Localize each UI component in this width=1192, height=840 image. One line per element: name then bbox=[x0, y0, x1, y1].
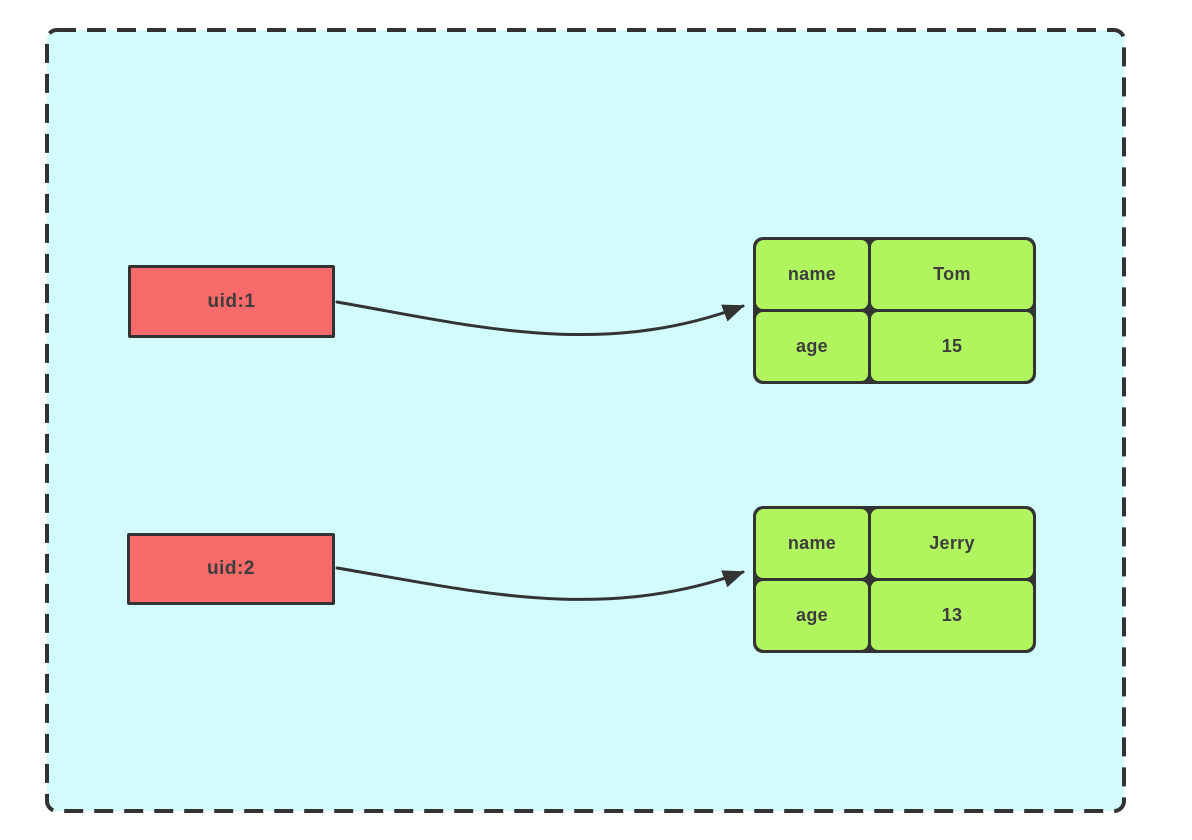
edge-arrow-uid2-to-hash2 bbox=[335, 566, 745, 601]
edge-arrow-uid1-to-hash1 bbox=[335, 300, 745, 337]
hash1-value-name: Tom bbox=[871, 240, 1033, 309]
hash1-value-age: 15 bbox=[871, 312, 1033, 381]
hash1-field-age: age bbox=[756, 312, 868, 381]
key-node-uid1-label: uid:1 bbox=[207, 290, 256, 312]
hash1-field-name: name bbox=[756, 240, 868, 309]
key-node-uid2: uid:2 bbox=[127, 533, 335, 605]
hash-table-2: name Jerry age 13 bbox=[753, 506, 1036, 653]
key-node-uid1: uid:1 bbox=[128, 265, 335, 338]
hash-table-1: name Tom age 15 bbox=[753, 237, 1036, 384]
hash2-value-name: Jerry bbox=[871, 509, 1033, 578]
panel-border bbox=[45, 28, 1126, 813]
key-node-uid2-label: uid:2 bbox=[207, 558, 255, 579]
hash2-field-name: name bbox=[756, 509, 868, 578]
hash2-value-age: 13 bbox=[871, 581, 1033, 650]
hash2-field-age: age bbox=[756, 581, 868, 650]
